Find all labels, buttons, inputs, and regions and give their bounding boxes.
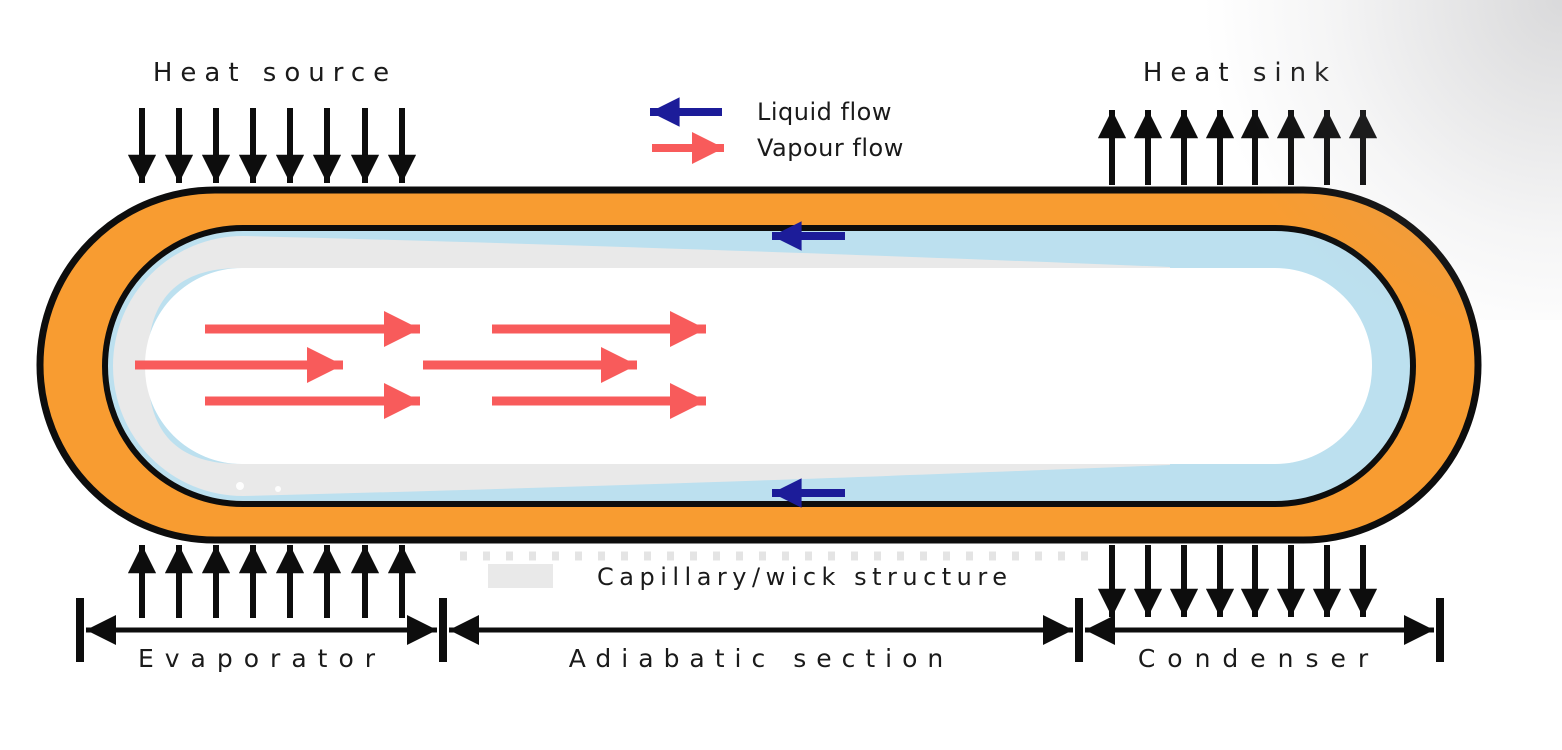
heat-sink-label: Heat sink (1143, 58, 1337, 88)
condensate-droplet (275, 486, 281, 492)
vapour-flow-arrows (135, 311, 706, 419)
evaporator-heat-arrows (127, 545, 417, 618)
vapour-flow-label: Vapour flow (757, 134, 904, 162)
section-dimensions (76, 598, 1444, 662)
wick-swatch-icon (488, 564, 553, 588)
heat-source-arrows (127, 108, 417, 183)
vapour-core (145, 268, 1372, 464)
heat-sink-arrows (1097, 110, 1378, 185)
liquid-flow-label: Liquid flow (757, 98, 892, 126)
condensate-droplet (236, 482, 244, 490)
wick-layer (113, 236, 1170, 496)
wick-legend: Capillary/wick structure (488, 563, 1013, 591)
adiabatic-section-label: Adiabatic section (569, 644, 953, 673)
liquid-flow-arrows (772, 221, 845, 508)
evaporator-label: Evaporator (138, 644, 386, 673)
pipe-body (36, 186, 1482, 544)
condenser-label: Condenser (1138, 644, 1380, 673)
heat-source-label: Heat source (153, 58, 397, 88)
flow-legend: Liquid flow Vapour flow (650, 97, 904, 164)
wick-label: Capillary/wick structure (597, 563, 1013, 591)
condenser-heat-arrows (1097, 545, 1378, 617)
